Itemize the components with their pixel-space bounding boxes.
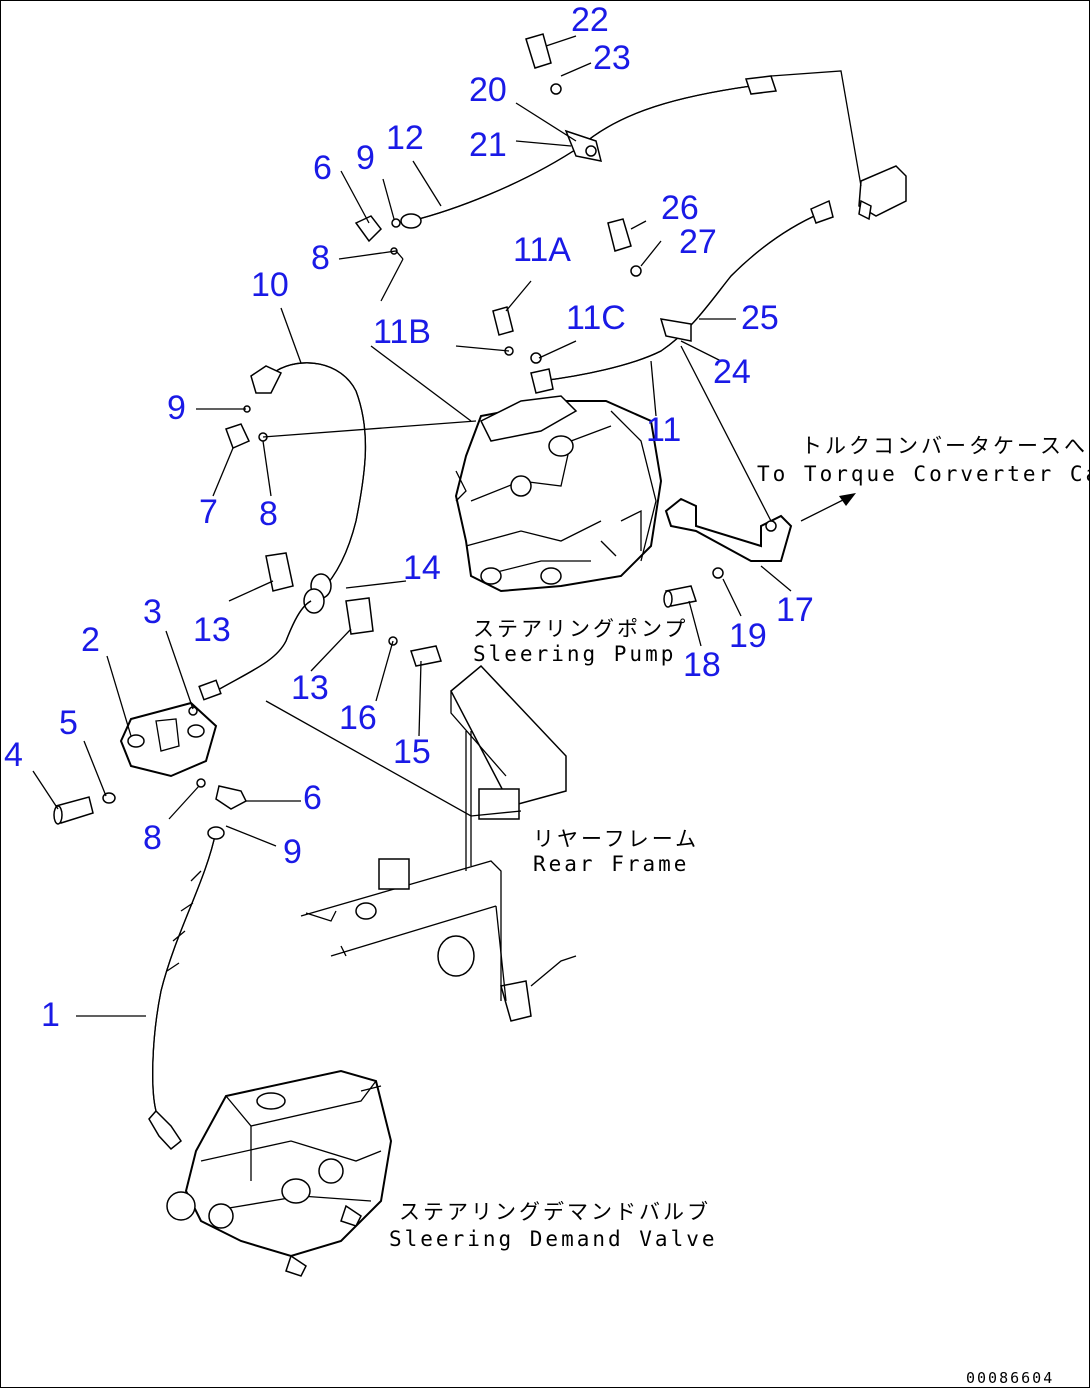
hose-10	[250, 362, 367, 614]
callout-23: 23	[593, 39, 631, 77]
callout-18: 18	[683, 646, 721, 684]
note-frame-en: Rear Frame	[533, 852, 689, 876]
callout-17: 17	[776, 591, 814, 629]
callout-15: 15	[393, 733, 431, 771]
callout-11c: 11C	[566, 299, 626, 337]
steering-demand-valve	[166, 1069, 393, 1277]
callout-11: 11	[646, 411, 681, 449]
callout-20: 20	[469, 71, 507, 109]
callout-8-lower: 8	[143, 819, 162, 857]
callout-9-lower: 9	[283, 833, 302, 871]
hardware	[53, 33, 907, 825]
note-pump-jp: ステアリングポンプ	[473, 617, 688, 641]
callout-labels: 1 2 3 4 5 6 6 7 8 8 8 9 9 9 10 11 11A 11…	[4, 1, 814, 1034]
note-frame-jp: リヤーフレーム	[533, 827, 699, 851]
note-valve-jp: ステアリングデマンドバルブ	[399, 1200, 711, 1224]
callout-21: 21	[469, 126, 507, 164]
note-torque-jp: トルクコンバータケースへ	[801, 434, 1088, 458]
hose-3	[198, 600, 312, 701]
callout-16: 16	[339, 699, 377, 737]
callout-6-upper: 6	[313, 149, 332, 187]
callout-19: 19	[729, 617, 767, 655]
leader-lines	[32, 35, 862, 1017]
note-pump-en: Sleering Pump	[473, 642, 676, 666]
callout-12: 12	[386, 119, 424, 157]
callout-24: 24	[713, 353, 751, 391]
component-notes: トルクコンバータケースへ To Torque Corverter Case ステ…	[389, 434, 1090, 1251]
callout-11b: 11B	[373, 313, 431, 351]
callout-22: 22	[571, 1, 609, 39]
callout-9-mid: 9	[167, 389, 186, 427]
callout-3: 3	[143, 593, 162, 631]
callout-10: 10	[251, 266, 289, 304]
callout-25: 25	[741, 299, 779, 337]
callout-1: 1	[41, 996, 60, 1034]
callout-14: 14	[403, 549, 441, 587]
note-torque-en: To Torque Corverter Case	[757, 462, 1090, 486]
callout-13-right: 13	[291, 669, 329, 707]
callout-26: 26	[661, 189, 699, 227]
callout-5: 5	[59, 704, 78, 742]
callout-9-upper: 9	[356, 139, 375, 177]
arrow-to-torque-converter	[800, 493, 856, 522]
steering-pump	[454, 395, 663, 593]
hose-1	[148, 826, 225, 1151]
rear-frame	[300, 664, 577, 1022]
callout-7: 7	[199, 493, 218, 531]
callout-6-lower: 6	[303, 779, 322, 817]
callout-13-left: 13	[193, 611, 231, 649]
callout-27: 27	[679, 223, 717, 261]
callout-4: 4	[4, 736, 23, 774]
note-valve-en: Sleering Demand Valve	[389, 1227, 718, 1251]
callout-8-upper: 8	[311, 239, 330, 277]
hose-11	[530, 199, 834, 394]
callout-2: 2	[81, 621, 100, 659]
callout-8-mid: 8	[259, 495, 278, 533]
drawing-code: 00086604	[966, 1369, 1054, 1387]
hose-12	[400, 75, 778, 229]
flange-2	[119, 701, 218, 778]
callout-11a: 11A	[513, 231, 571, 269]
